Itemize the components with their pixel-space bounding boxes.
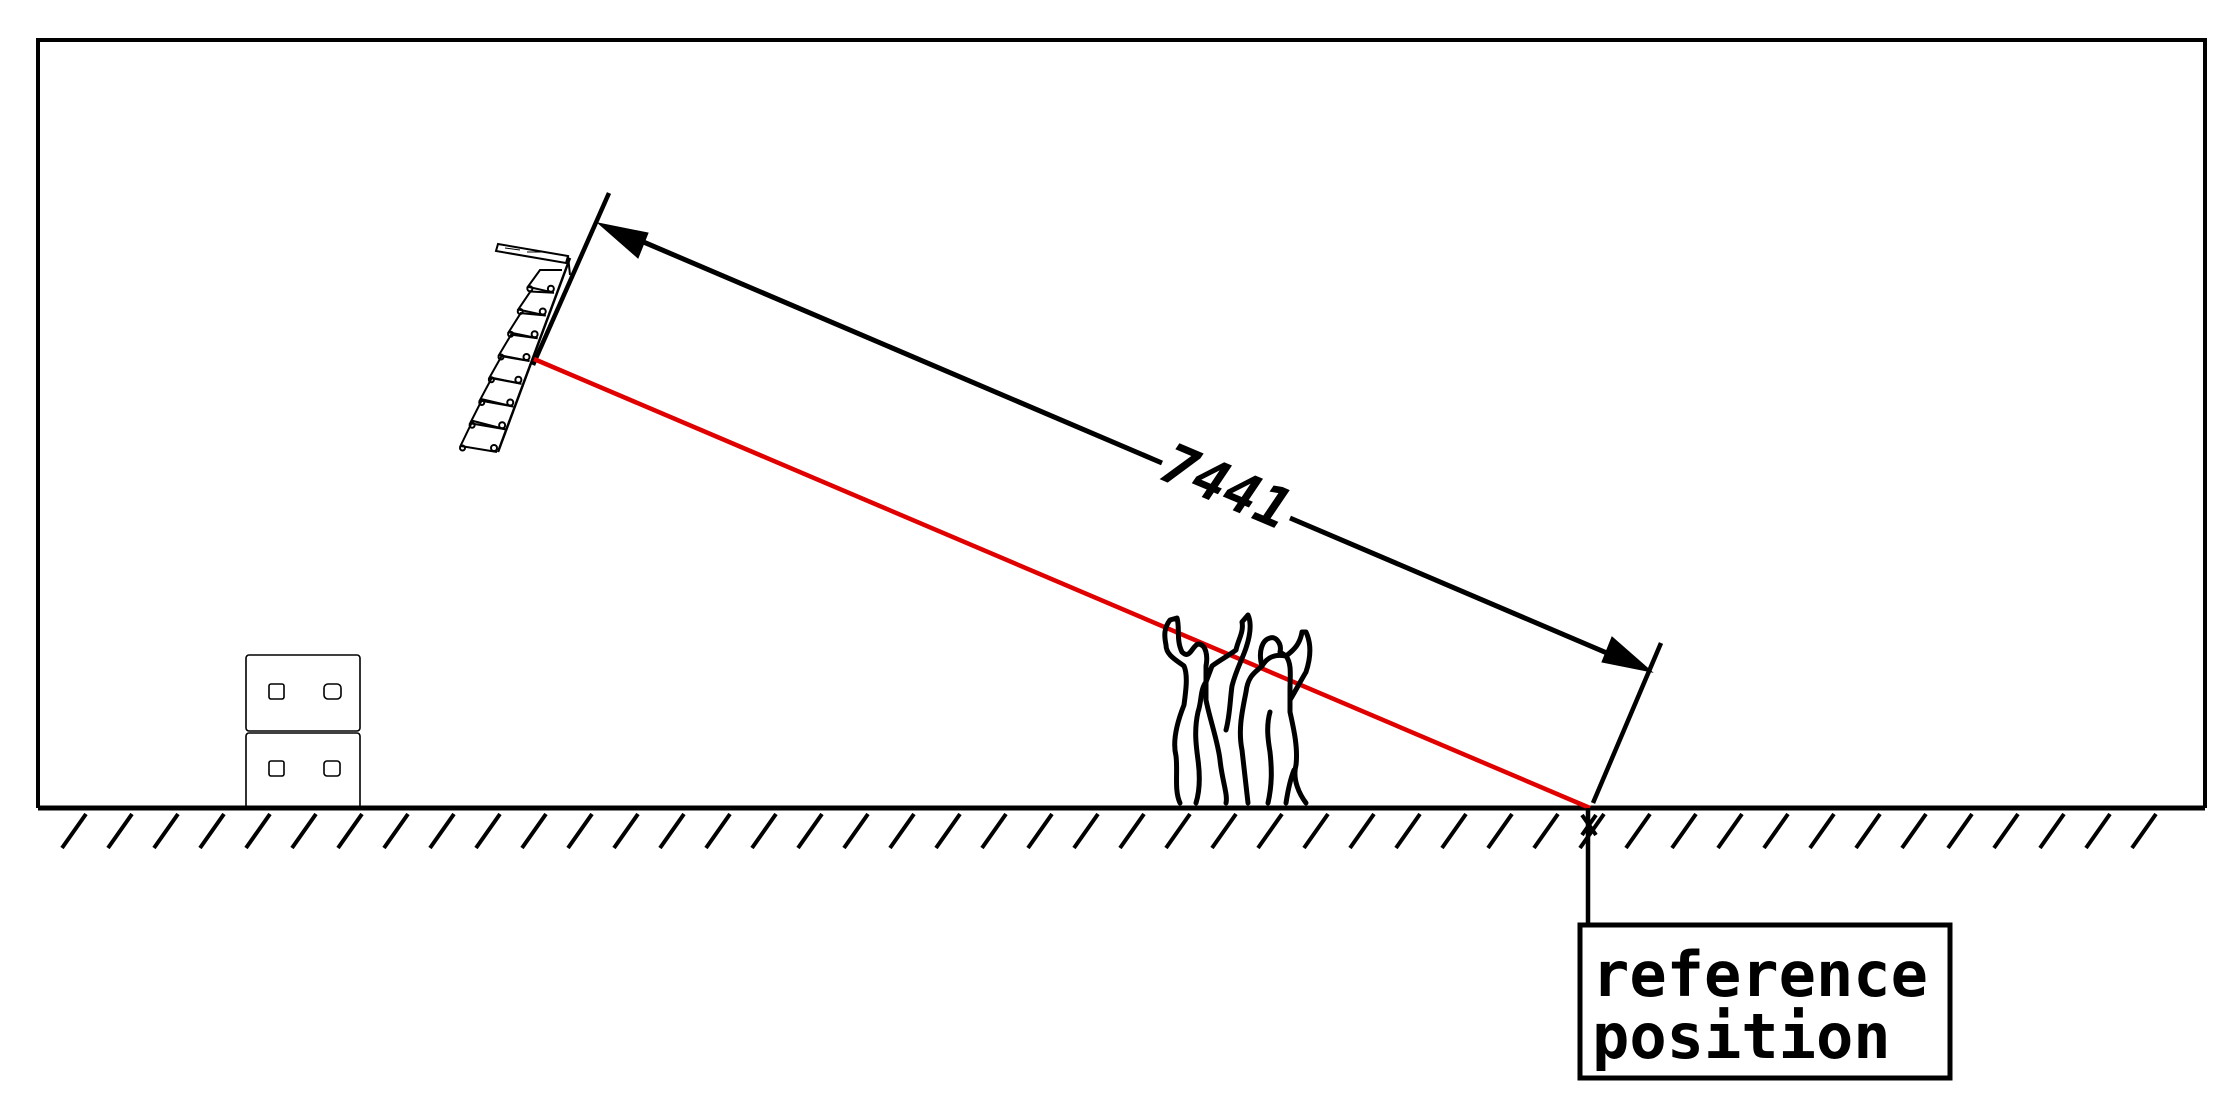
audience-figures-icon — [1162, 612, 1313, 806]
hatch-stroke — [1854, 812, 1882, 850]
subwoofer-stack-icon — [245, 654, 361, 809]
hatch-stroke — [1670, 812, 1698, 850]
hatch-stroke — [1900, 812, 1928, 850]
hatch-stroke — [888, 812, 916, 850]
cabinet-rigging-pin — [538, 307, 547, 316]
hatch-stroke — [1394, 812, 1422, 850]
hatch-stroke — [474, 812, 502, 850]
venue-outline — [36, 38, 2207, 808]
audience-figure-1 — [1162, 615, 1229, 806]
hatch-stroke — [1716, 812, 1744, 850]
floor-hatching — [60, 812, 2158, 850]
sight-line — [533, 356, 1591, 811]
hatch-stroke — [1486, 812, 1514, 850]
hatch-stroke — [1118, 812, 1146, 850]
array-cabinet — [516, 290, 554, 317]
hatch-stroke — [2084, 812, 2112, 850]
hatch-stroke — [1762, 812, 1790, 850]
cabinet-rigging-pin — [530, 330, 539, 339]
hatch-stroke — [1210, 812, 1238, 850]
hatch-stroke — [2130, 812, 2158, 850]
line-array-speaker-icon — [459, 242, 572, 453]
array-cabinet — [507, 312, 546, 340]
hatch-stroke — [336, 812, 364, 850]
array-cabinets — [459, 269, 562, 453]
hatch-stroke — [1946, 812, 1974, 850]
reference-marker — [1580, 808, 1598, 925]
hatch-stroke — [382, 812, 410, 850]
ground-hatch-icon — [38, 805, 2205, 850]
hatch-stroke — [1992, 812, 2020, 850]
dimension-line — [596, 222, 1654, 673]
hatch-stroke — [2038, 812, 2066, 850]
hatch-stroke — [428, 812, 456, 850]
array-cabinet — [526, 269, 562, 294]
cabinet-rigging-pin — [526, 285, 534, 293]
hatch-stroke — [980, 812, 1008, 850]
hatch-stroke — [658, 812, 686, 850]
subwoofer-cabinet-bottom — [245, 732, 361, 809]
hatch-stroke — [750, 812, 778, 850]
hatch-stroke — [1072, 812, 1100, 850]
array-cabinet — [478, 376, 522, 408]
hatch-stroke — [1256, 812, 1284, 850]
cabinet-rigging-pin — [546, 284, 555, 293]
hatch-stroke — [290, 812, 318, 850]
hatch-stroke — [60, 812, 88, 850]
cabinet-rigging-pin — [490, 444, 498, 452]
hatch-stroke — [934, 812, 962, 850]
hatch-stroke — [244, 812, 272, 850]
reference-label-line2: position — [1592, 1000, 1891, 1073]
hatch-stroke — [152, 812, 180, 850]
hatch-stroke — [704, 812, 732, 850]
extension-line-array — [530, 192, 612, 366]
hatch-stroke — [1440, 812, 1468, 850]
hatch-stroke — [198, 812, 226, 850]
hatch-stroke — [1808, 812, 1836, 850]
hatch-stroke — [1302, 812, 1330, 850]
dimension-extension-lines — [530, 192, 1664, 804]
dimension-arrow-start — [596, 222, 649, 259]
hatch-stroke — [566, 812, 594, 850]
hatch-stroke — [842, 812, 870, 850]
hatch-stroke — [1532, 812, 1560, 850]
audience-figure-2 — [1237, 652, 1309, 806]
hatch-stroke — [520, 812, 548, 850]
hatch-stroke — [1624, 812, 1652, 850]
cabinet-rigging-pin — [522, 353, 531, 361]
hatch-stroke — [796, 812, 824, 850]
array-cabinet — [487, 355, 530, 385]
array-cabinet — [459, 419, 506, 453]
array-cabinet — [468, 398, 514, 431]
reference-label-box: reference position — [1577, 922, 1953, 1081]
reference-label-line1: reference — [1592, 938, 1928, 1011]
dimension-value: 7441 — [1151, 431, 1301, 544]
hatch-stroke — [612, 812, 640, 850]
hatch-stroke — [1348, 812, 1376, 850]
rigging-frame — [494, 242, 570, 265]
hatch-stroke — [1026, 812, 1054, 850]
hatch-stroke — [106, 812, 134, 850]
subwoofer-cabinet-top — [245, 654, 361, 732]
hatch-stroke — [1164, 812, 1192, 850]
array-front-face — [496, 257, 572, 453]
dimension-arrow-end — [1601, 636, 1654, 673]
cabinet-rigging-pin — [459, 444, 466, 452]
